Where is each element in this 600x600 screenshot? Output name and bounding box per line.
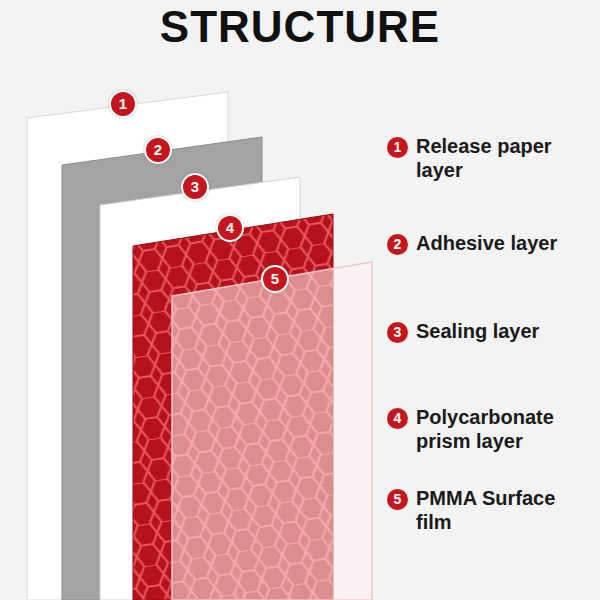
- callout-number: 2: [144, 136, 172, 164]
- layer-name: Adhesive layer: [416, 231, 596, 255]
- list-number: 1: [387, 137, 408, 158]
- callout-number: 5: [261, 265, 289, 293]
- layer-name: Sealing layer: [416, 319, 596, 343]
- layer-name: PMMA Surface film: [416, 486, 596, 534]
- callout-number: 1: [109, 90, 137, 118]
- layer-name: Polycarbonate prism layer: [416, 405, 596, 453]
- layer-name: Release paper layer: [416, 134, 596, 182]
- list-number: 4: [387, 408, 408, 429]
- callout-number: 4: [216, 214, 244, 242]
- pmma-film-pattern: [172, 269, 333, 600]
- list-number: 2: [387, 234, 408, 255]
- list-number: 5: [387, 489, 408, 510]
- pmma-film-sheet: [172, 262, 372, 600]
- prism-sheet: [133, 214, 333, 600]
- callout-number: 3: [181, 173, 209, 201]
- list-number: 3: [387, 322, 408, 343]
- diagram-title: STRUCTURE: [0, 2, 600, 52]
